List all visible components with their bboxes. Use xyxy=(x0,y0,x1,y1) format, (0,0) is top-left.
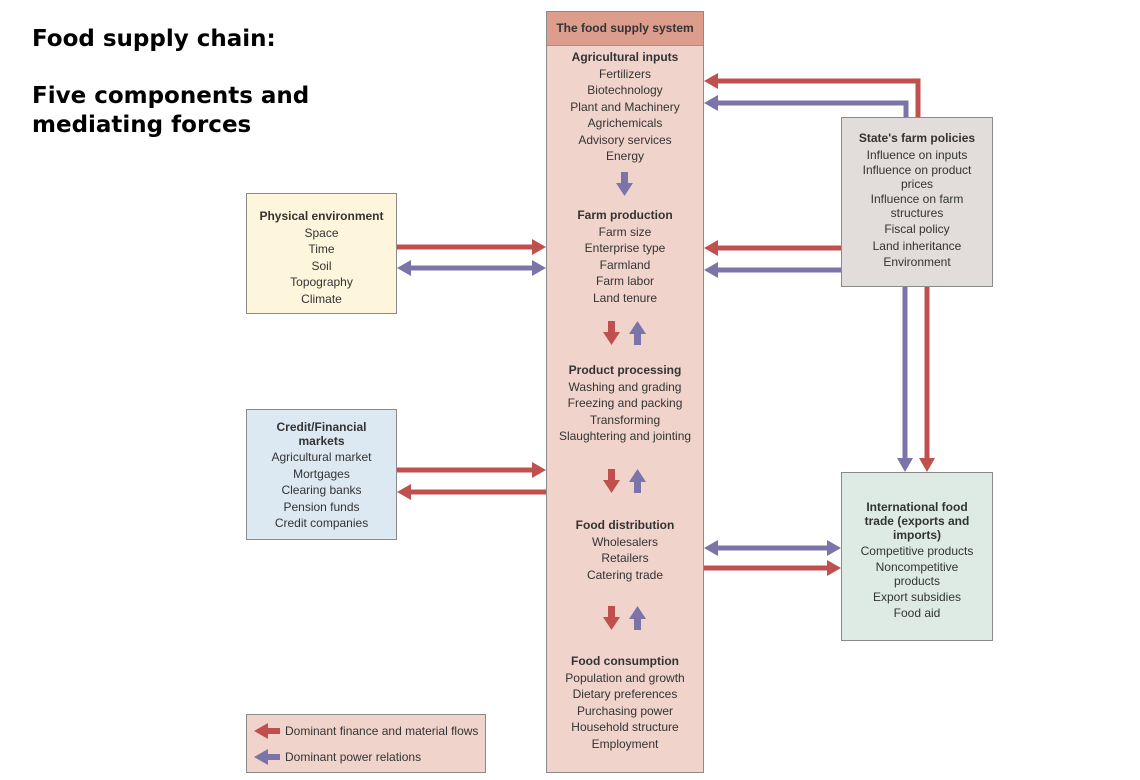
international-food-trade-box: International food trade (exports and im… xyxy=(841,472,993,641)
box-item: Credit companies xyxy=(274,516,369,530)
box-title: State's farm policies xyxy=(858,131,976,145)
box-item: Topography xyxy=(290,275,353,289)
section-title: Food consumption xyxy=(571,654,679,668)
section-item: Population and growth xyxy=(565,670,685,685)
section-item: Retailers xyxy=(601,551,649,565)
legend-power-label: Dominant power relations xyxy=(285,750,422,764)
state-to-inputs-power-arrow xyxy=(704,95,909,117)
section-item: Advisory services xyxy=(578,132,672,147)
box-item: Pension funds xyxy=(283,499,360,514)
box-item: Time xyxy=(308,242,335,256)
box-item: Mortgages xyxy=(293,466,350,481)
box-item: Clearing banks xyxy=(281,483,362,497)
box-item: Noncompetitive xyxy=(875,559,959,574)
state-to-trade-power-arrow xyxy=(897,287,913,472)
section-item: Household structure xyxy=(571,720,679,734)
heading-line-2: Five components and xyxy=(32,83,310,109)
physical-to-farm-finance-arrow xyxy=(397,239,546,255)
section-item: Dietary preferences xyxy=(572,687,678,701)
box-item: Agricultural market xyxy=(271,450,372,464)
box-title: International food xyxy=(866,500,968,514)
section-item: Washing and grading xyxy=(568,379,682,394)
box-item: Land inheritance xyxy=(872,238,962,253)
box-title: markets xyxy=(298,434,345,448)
section-item: Purchasing power xyxy=(576,703,674,718)
box-item: structures xyxy=(890,206,944,220)
legend: Dominant finance and material flows Domi… xyxy=(246,714,486,773)
heading-line-1: Food supply chain: xyxy=(32,26,276,52)
physical-farm-power-arrow xyxy=(397,260,546,276)
box-item: Influence on farm xyxy=(870,192,964,206)
credit-to-system-finance-arrow xyxy=(397,462,546,478)
box-item: Fiscal policy xyxy=(884,222,950,236)
section-item: Energy xyxy=(605,149,645,163)
section-food-consumption: Food consumption Population and growth D… xyxy=(547,653,703,752)
section-item: Biotechnology xyxy=(587,83,663,97)
state-to-farm-power-arrow xyxy=(704,262,841,278)
box-item: Food aid xyxy=(893,606,941,620)
section-agricultural-inputs: Agricultural inputs Fertilizers Biotechn… xyxy=(547,49,703,165)
state-to-inputs-finance-arrow xyxy=(704,73,921,117)
box-item: Influence on inputs xyxy=(866,147,968,162)
section-item: Agrichemicals xyxy=(587,116,663,130)
section-item: Enterprise type xyxy=(584,241,666,255)
box-item: Soil xyxy=(311,258,332,273)
box-item: Influence on product xyxy=(862,163,972,177)
physical-environment-box: Physical environment Space Time Soil Top… xyxy=(246,193,397,314)
section-title: Farm production xyxy=(577,208,673,222)
box-item: Environment xyxy=(883,255,951,269)
section-title: Food distribution xyxy=(575,518,675,532)
heading-line-3: mediating forces xyxy=(32,112,252,138)
section-item: Farm size xyxy=(598,224,652,239)
distribution-trade-power-arrow xyxy=(704,540,841,556)
section-item: Fertilizers xyxy=(598,66,651,81)
box-item: Space xyxy=(304,225,339,240)
box-title: imports) xyxy=(893,528,941,542)
state-farm-policies-box: State's farm policies Influence on input… xyxy=(841,117,993,287)
section-title: Product processing xyxy=(568,363,682,377)
box-item: Climate xyxy=(301,291,342,306)
section-item: Land tenure xyxy=(592,290,658,305)
box-item: prices xyxy=(900,177,933,191)
box-title: Physical environment xyxy=(259,209,384,223)
section-food-distribution: Food distribution Wholesalers Retailers … xyxy=(547,517,703,583)
box-item: Competitive products xyxy=(860,544,974,558)
box-item: Export subsidies xyxy=(872,589,962,604)
section-item: Plant and Machinery xyxy=(570,99,680,114)
food-supply-system: The food supply system Agricultural inpu… xyxy=(546,11,704,773)
section-product-processing: Product processing Washing and grading F… xyxy=(547,362,703,445)
legend-finance-label: Dominant finance and material flows xyxy=(285,724,479,738)
system-title: The food supply system xyxy=(547,12,703,46)
section-item: Freezing and packing xyxy=(567,396,683,410)
section-item: Catering trade xyxy=(586,567,664,582)
distribution-to-trade-finance-arrow xyxy=(704,560,841,576)
section-farm-production: Farm production Farm size Enterprise typ… xyxy=(547,207,703,306)
section-item: Farmland xyxy=(599,257,651,272)
section-item: Farm labor xyxy=(595,274,654,288)
section-item: Slaughtering and jointing xyxy=(558,429,692,443)
section-item: Transforming xyxy=(589,412,661,427)
system-to-credit-finance-arrow xyxy=(397,484,546,500)
section-item: Employment xyxy=(591,736,659,751)
section-title: Agricultural inputs xyxy=(571,50,679,64)
box-title: Credit/Financial xyxy=(276,420,367,434)
credit-financial-markets-box: Credit/Financial markets Agricultural ma… xyxy=(246,409,397,540)
state-to-trade-finance-arrow xyxy=(919,287,935,472)
section-item: Wholesalers xyxy=(591,534,659,549)
box-title: trade (exports and xyxy=(864,513,970,528)
state-to-farm-finance-arrow xyxy=(704,240,841,256)
box-item: products xyxy=(893,573,941,588)
